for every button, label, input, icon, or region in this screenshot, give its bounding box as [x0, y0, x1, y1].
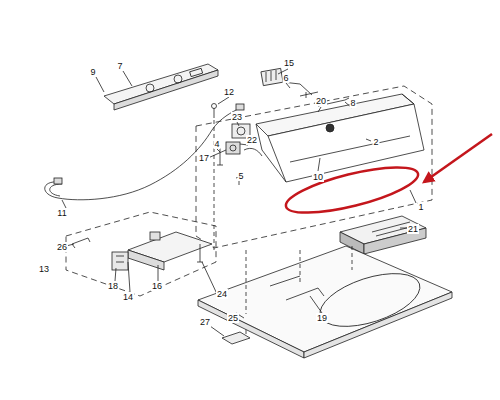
callout-number: 12	[223, 87, 235, 97]
assembly-line	[246, 246, 352, 314]
callout-number: 4	[213, 139, 220, 149]
callout-number: 15	[283, 58, 295, 68]
callout-number: 23	[231, 112, 243, 122]
callout-number: 9	[89, 67, 96, 77]
highlight-ellipse	[282, 158, 422, 222]
callout-number: 10	[312, 172, 324, 182]
screw	[212, 104, 217, 251]
callout-number: 22	[246, 135, 258, 145]
clip	[72, 238, 90, 248]
highlight-arrow	[424, 134, 492, 182]
callout-number: 24	[216, 289, 228, 299]
switch-module	[261, 68, 318, 98]
timer-knob	[217, 124, 262, 165]
callout-number: 18	[107, 281, 119, 291]
callout-number: 25	[227, 313, 239, 323]
dispenser-panel	[340, 216, 426, 254]
callout-number: 1	[417, 202, 424, 212]
top-panel	[198, 246, 452, 358]
callout-number: 19	[316, 313, 328, 323]
callout-number: 21	[407, 224, 419, 234]
callout-number: 16	[151, 281, 163, 291]
group-outline	[66, 212, 216, 296]
console-panel	[256, 94, 424, 182]
callout-number: 14	[122, 292, 134, 302]
group-outline	[196, 86, 432, 248]
callout-number: 6	[282, 73, 289, 83]
callout-number: 11	[56, 208, 67, 218]
callout-number: 7	[116, 61, 123, 71]
callout-number: 5	[237, 171, 244, 181]
label-plate	[222, 332, 250, 344]
callout-number: 13	[38, 264, 50, 274]
callout-number: 20	[315, 96, 327, 106]
callout-number: 27	[199, 317, 211, 327]
callout-number: 2	[372, 137, 379, 147]
callout-number: 26	[56, 242, 68, 252]
callout-number: 17	[198, 153, 210, 163]
callout-number: 8	[349, 98, 356, 108]
